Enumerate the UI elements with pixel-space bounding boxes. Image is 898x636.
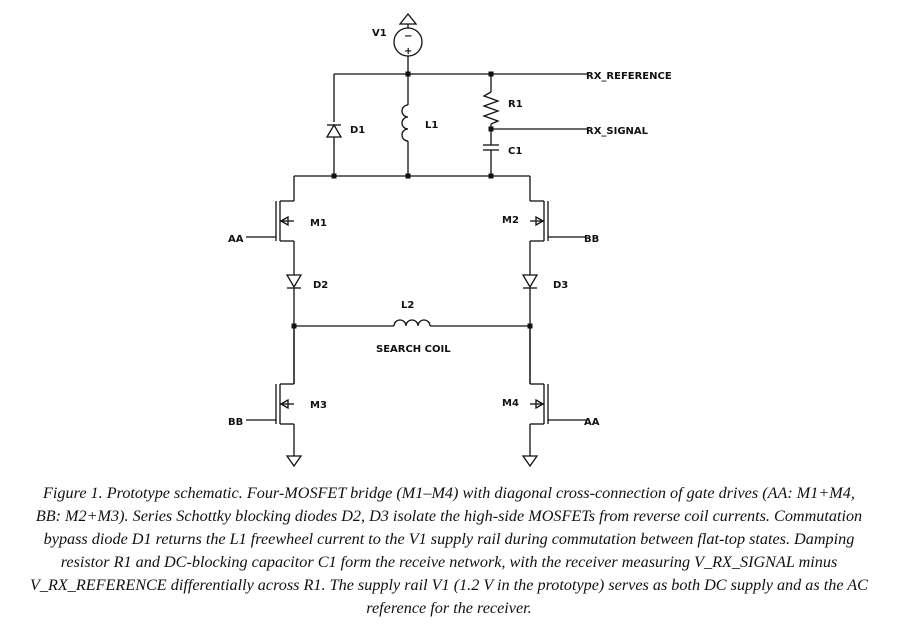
rx-reference-label: RX_REFERENCE [586,71,672,82]
v1-label: V1 [372,28,387,39]
l1-label: L1 [425,120,438,131]
c1-label: C1 [508,146,522,157]
l2-search-coil [294,319,530,327]
m3-label: M3 [310,400,327,411]
m1-label: M1 [310,218,327,229]
l2-label: L2 [401,300,414,311]
circuit-schematic: V1 − + RX_REFERENCE D1 L1 R1 RX_SIGNAL C… [228,12,672,468]
v1-plus-sign: + [404,46,412,57]
m4-label: M4 [502,398,519,409]
figure-caption: Figure 1. Prototype schematic. Four-MOSF… [30,484,868,617]
m4-mosfet [529,326,586,456]
ground-symbol-left [285,455,303,468]
search-coil-label: SEARCH COIL [376,344,451,355]
bb-right-label: BB [584,234,599,245]
aa-left-label: AA [228,234,244,245]
rx-signal-label: RX_SIGNAL [586,126,649,137]
v1-voltage-source [393,12,423,74]
l1-inductor [401,74,409,176]
m3-mosfet [246,326,295,456]
ground-symbol-right [521,455,539,468]
m2-label: M2 [502,215,519,226]
r1-label: R1 [508,99,523,110]
junction-dots [291,71,533,329]
m1-mosfet [246,176,295,275]
d3-label: D3 [553,280,568,291]
d2-label: D2 [313,280,328,291]
c1-capacitor [483,140,499,176]
v1-minus-sign: − [404,31,412,42]
d1-bypass-diode [325,74,343,176]
d1-label: D1 [350,125,365,136]
m2-mosfet [529,176,586,275]
aa-right-label: AA [584,417,600,428]
bb-left-label: BB [228,417,243,428]
